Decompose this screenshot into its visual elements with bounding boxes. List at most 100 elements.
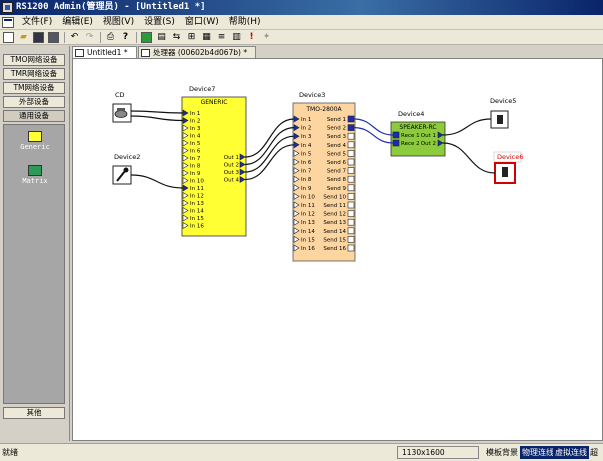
output-port-icon[interactable] xyxy=(239,160,246,169)
input-port-icon[interactable] xyxy=(182,131,189,140)
input-port-icon[interactable] xyxy=(293,175,300,183)
input-port-icon[interactable] xyxy=(182,139,189,147)
input-port-icon[interactable] xyxy=(293,218,300,226)
input-port-icon[interactable] xyxy=(293,158,300,166)
output-port-icon[interactable] xyxy=(437,139,444,147)
connection-wire[interactable] xyxy=(244,127,295,166)
connection-wire[interactable] xyxy=(353,127,394,144)
input-port-icon[interactable] xyxy=(182,169,189,177)
mdi-window-icon[interactable] xyxy=(2,16,14,28)
output-port-box[interactable] xyxy=(347,184,355,192)
connect-icon[interactable]: ⇆ xyxy=(172,31,181,42)
menu-file[interactable]: 文件(F) xyxy=(22,16,53,27)
palette-item-generic[interactable]: Generic xyxy=(4,131,66,153)
menu-view[interactable]: 视图(V) xyxy=(102,16,135,27)
align-icon[interactable]: ≡ xyxy=(217,31,226,42)
connection-wire[interactable] xyxy=(244,118,295,158)
image-icon[interactable]: ▤ xyxy=(157,31,166,42)
connection-wire[interactable] xyxy=(130,174,184,189)
menu-window[interactable]: 窗口(W) xyxy=(184,16,219,27)
output-port-box[interactable] xyxy=(347,193,355,200)
virtual-wiring-toggle[interactable]: 虚拟连线 xyxy=(553,446,589,459)
input-port-icon[interactable] xyxy=(182,199,189,207)
alert-icon[interactable]: ! xyxy=(249,31,254,42)
grid-icon[interactable]: ⊞ xyxy=(187,31,196,42)
category-tm-devices[interactable]: TM网络设备 xyxy=(3,82,65,94)
input-port-icon[interactable] xyxy=(293,210,300,218)
palette-item-matrix[interactable]: Matrix xyxy=(4,165,66,187)
input-port-icon[interactable] xyxy=(293,227,300,235)
output-port-box[interactable] xyxy=(347,218,355,226)
output-port-box[interactable] xyxy=(347,244,355,252)
output-port-box[interactable] xyxy=(347,124,355,131)
output-port-box[interactable] xyxy=(347,210,355,217)
input-port-icon[interactable] xyxy=(182,154,189,162)
output-port-box[interactable] xyxy=(347,132,355,140)
print-icon[interactable]: ⎙ xyxy=(106,31,115,42)
device-icon[interactable] xyxy=(141,31,152,43)
input-port-icon[interactable] xyxy=(293,201,300,209)
output-port-box[interactable] xyxy=(347,141,355,149)
menu-help[interactable]: 帮助(H) xyxy=(228,16,261,27)
input-port-icon[interactable] xyxy=(293,192,300,200)
connection-wire[interactable] xyxy=(130,115,184,122)
connection-wire[interactable] xyxy=(442,142,496,174)
output-port-box[interactable] xyxy=(347,150,355,157)
help-icon[interactable]: ? xyxy=(122,31,129,42)
connection-wire[interactable] xyxy=(130,110,184,114)
output-port-box[interactable] xyxy=(347,167,355,174)
input-port-icon[interactable] xyxy=(182,191,189,200)
input-port-icon[interactable] xyxy=(182,124,189,132)
category-external-devices[interactable]: 外部设备 xyxy=(3,96,65,108)
output-port-box[interactable] xyxy=(347,158,355,166)
new-icon[interactable] xyxy=(3,31,14,43)
input-port-icon[interactable] xyxy=(182,214,189,222)
output-port-icon[interactable] xyxy=(239,153,246,161)
output-port-box[interactable] xyxy=(347,236,355,243)
output-port-box[interactable] xyxy=(347,201,355,209)
tab-processor[interactable]: 处理器 (00602b4d067b) * xyxy=(138,46,256,58)
save-all-icon[interactable] xyxy=(48,31,59,43)
category-other[interactable]: 其他 xyxy=(3,407,65,419)
cd-device[interactable] xyxy=(112,103,132,123)
physical-wiring-toggle[interactable]: 物理连线 xyxy=(520,446,556,459)
output-port-box[interactable] xyxy=(347,227,355,235)
category-generic-devices[interactable]: 通用设备 xyxy=(3,110,65,122)
input-port-icon[interactable] xyxy=(293,167,300,175)
output-port-icon[interactable] xyxy=(239,168,246,176)
input-port-icon[interactable] xyxy=(182,146,189,155)
undo-icon[interactable]: ↶ xyxy=(70,31,79,42)
output-port-icon[interactable] xyxy=(437,131,444,139)
open-icon[interactable]: ▰ xyxy=(20,31,27,42)
connection-wire[interactable] xyxy=(244,135,295,173)
tab-untitled1[interactable]: Untitled1 * xyxy=(72,46,137,58)
save-icon[interactable] xyxy=(33,31,44,43)
category-tmr-devices[interactable]: TMR网络设备 xyxy=(3,68,65,80)
input-port-icon[interactable] xyxy=(293,235,300,243)
device7-generic-block[interactable]: GENERIC In 1In 2In 3In 4In 5In 6In 7In 8… xyxy=(181,96,247,237)
input-port-icon[interactable] xyxy=(182,161,189,170)
input-port-icon[interactable] xyxy=(182,221,189,230)
layout-icon[interactable]: ▦ xyxy=(202,31,211,42)
input-port-icon[interactable] xyxy=(293,244,300,252)
wand-icon[interactable]: ✦ xyxy=(262,31,271,42)
input-port-box[interactable] xyxy=(392,139,400,147)
properties-icon[interactable]: ▥ xyxy=(232,31,241,42)
input-port-icon[interactable] xyxy=(293,149,300,157)
device6-device-selected[interactable] xyxy=(494,162,516,184)
input-port-icon[interactable] xyxy=(293,184,300,192)
redo-icon[interactable]: ↷ xyxy=(85,31,94,42)
template-background-toggle[interactable]: 模板背景 xyxy=(486,448,518,457)
menu-edit[interactable]: 编辑(E) xyxy=(62,16,93,27)
connection-wire[interactable] xyxy=(244,144,295,181)
input-port-box[interactable] xyxy=(392,131,400,139)
menu-settings[interactable]: 设置(S) xyxy=(144,16,175,27)
category-tmo-devices[interactable]: TMO网络设备 xyxy=(3,54,65,66)
input-port-icon[interactable] xyxy=(182,176,189,185)
output-port-box[interactable] xyxy=(347,175,355,183)
device2-device[interactable] xyxy=(112,165,132,185)
device5-device[interactable] xyxy=(490,110,509,129)
wiring-diagram[interactable]: CD Device2 Device7 GENERIC In 1In 2In 3I… xyxy=(73,59,603,441)
